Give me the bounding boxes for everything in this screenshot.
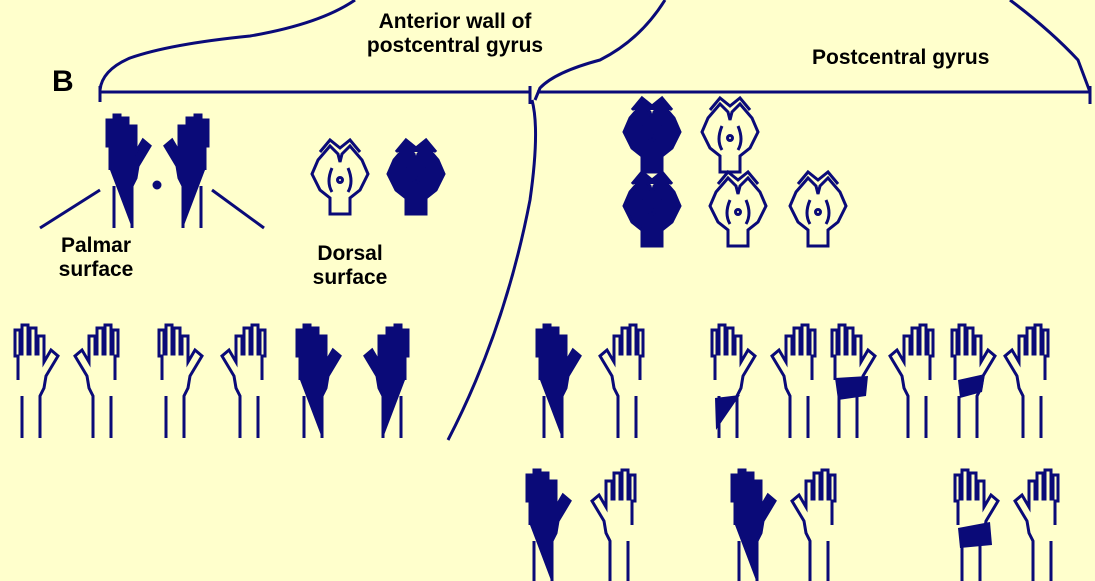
label-palmar-line-1: Palmar: [60, 234, 132, 257]
label-palmar-line-2: surface: [58, 258, 134, 281]
hand-pair-row-1: [13, 323, 1050, 440]
label-dorsal-surface: Dorsal surface: [300, 242, 400, 290]
label-dorsal-line-2: surface: [312, 266, 388, 289]
hand-dorsal-grid: [622, 96, 848, 248]
anterior-wall-bracket: [98, 0, 532, 104]
region-label-anterior-line-2: postcentral gyrus: [366, 34, 544, 57]
label-dorsal-line-1: Dorsal: [317, 242, 383, 265]
postcentral-bracket: [533, 0, 1092, 104]
region-label-anterior: Anterior wall of postcentral gyrus: [340, 10, 570, 58]
hand-dorsal-pair-icon: [310, 138, 446, 216]
hand-pair-icon: [39, 113, 265, 230]
panel-letter: B: [52, 65, 74, 98]
region-label-postcentral: Postcentral gyrus: [812, 46, 990, 69]
hand-shading-row-2: [958, 522, 992, 548]
sulcus-boundary-line: [446, 99, 538, 441]
hand-shading-row-1: [715, 374, 985, 430]
label-palmar-surface: Palmar surface: [46, 234, 146, 282]
region-label-anterior-line-1: Anterior wall of: [378, 10, 532, 33]
